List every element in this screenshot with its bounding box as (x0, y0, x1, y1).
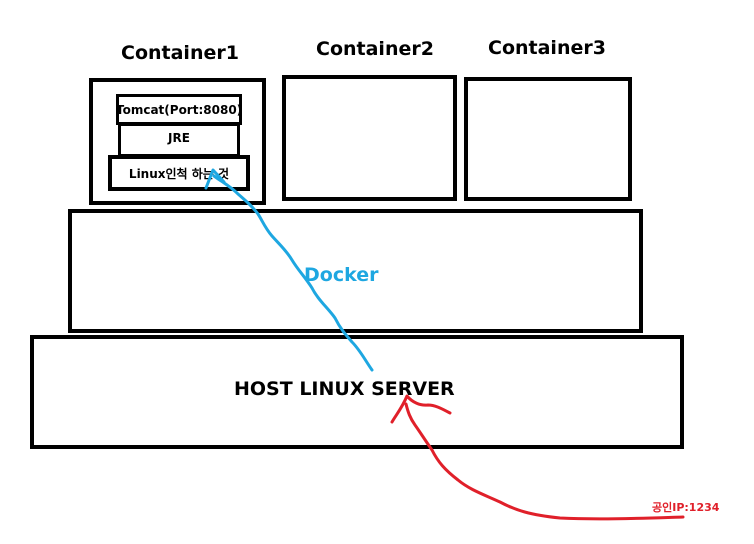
docker-arrowhead (204, 168, 226, 190)
docker-label: Docker (304, 264, 379, 286)
docker-layer (68, 209, 643, 333)
host-label: HOST LINUX SERVER (234, 378, 455, 400)
container2-box (282, 75, 457, 201)
container1-title: Container1 (121, 42, 239, 64)
docker-arrow (212, 174, 374, 372)
linux-label: Linux인척 하는 것 (128, 167, 230, 181)
public-ip-arrowhead (390, 394, 452, 424)
jre-label: JRE (168, 131, 190, 145)
container3-title: Container3 (488, 37, 606, 59)
jre-layer (118, 123, 240, 157)
container2-title: Container2 (316, 38, 434, 60)
tomcat-label: Tomcat(Port:8080) (116, 103, 243, 117)
public-ip-arrow (404, 402, 685, 521)
host-server (30, 335, 684, 449)
public-ip-label: 공인IP:1234 (652, 501, 720, 514)
container3-box (464, 77, 632, 201)
